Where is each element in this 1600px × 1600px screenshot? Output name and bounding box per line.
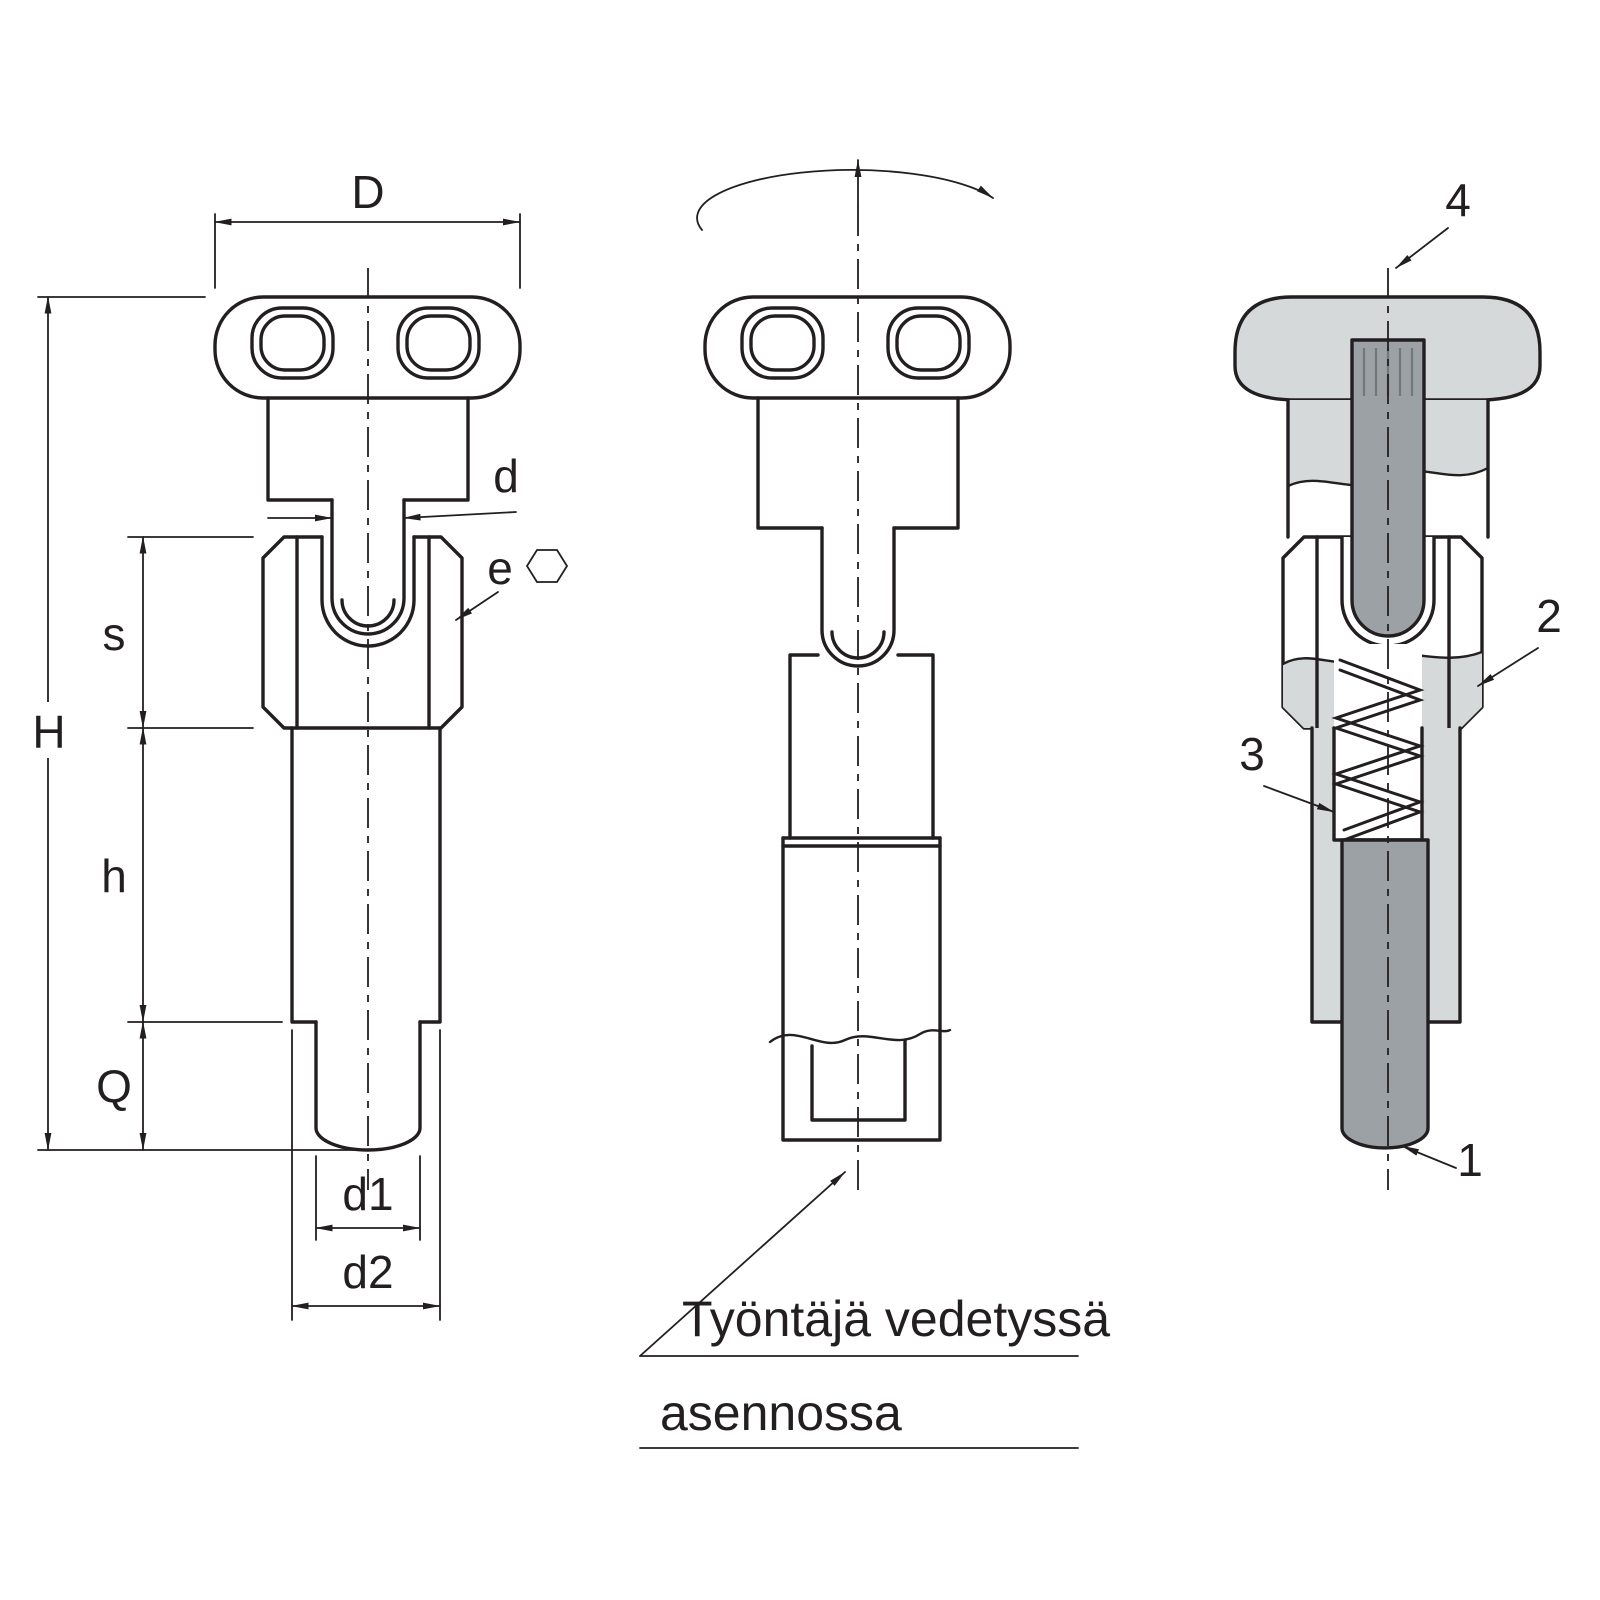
view-section xyxy=(1233,268,1542,1190)
dimension-d2: d2 xyxy=(291,1029,441,1321)
label-part-4: 4 xyxy=(1445,174,1471,226)
part-callout-2: 2 xyxy=(1477,590,1562,687)
label-d: d xyxy=(493,450,519,502)
view-pulled xyxy=(696,159,1012,1190)
label-part-3: 3 xyxy=(1239,728,1265,780)
threaded-body xyxy=(290,726,442,1024)
sleeve-mid xyxy=(781,836,942,1142)
label-D: D xyxy=(351,166,384,218)
hex-body xyxy=(261,535,464,730)
dimension-s: s xyxy=(103,536,254,729)
sleeve-section-walls xyxy=(1310,726,1462,1024)
stem-mid-pulled xyxy=(820,526,896,668)
label-Q: Q xyxy=(96,1060,132,1112)
knob-hub xyxy=(266,396,470,502)
label-e: e xyxy=(487,542,513,594)
label-part-2: 2 xyxy=(1536,590,1562,642)
label-d2: d2 xyxy=(342,1246,393,1298)
dimension-D: D xyxy=(214,166,521,289)
label-H: H xyxy=(32,706,65,758)
dimension-H: H xyxy=(28,296,361,1151)
dimension-h: h xyxy=(101,727,283,1023)
hex-mid-shoulder xyxy=(781,836,942,848)
part-callout-1: 1 xyxy=(1401,1134,1483,1186)
label-h: h xyxy=(101,850,127,902)
knob-mid-hole-left-outer xyxy=(740,306,825,380)
dimension-Q: Q xyxy=(96,1021,147,1151)
knob-hole-left-inner xyxy=(259,314,326,372)
rotation-arrow-icon xyxy=(696,169,994,231)
hub-mid xyxy=(756,396,960,530)
annotation-leader: Työntäjä vedetyssä asennossa xyxy=(639,1171,1110,1449)
hex-mid xyxy=(788,653,935,840)
knob-mid-hole-right-inner xyxy=(895,314,962,372)
label-d1: d1 xyxy=(342,1168,393,1220)
plunger-pin xyxy=(314,1020,422,1152)
dimension-e: e xyxy=(455,542,569,621)
annotation-line1: Työntäjä vedetyssä xyxy=(682,1291,1110,1347)
knob-hole-left-outer xyxy=(250,306,335,380)
pin-section xyxy=(1340,838,1430,1150)
knurl-lines xyxy=(1362,348,1414,396)
dimension-d: d xyxy=(267,450,519,522)
pull-stem xyxy=(330,498,406,636)
knob-hole-right-inner xyxy=(405,314,472,372)
annotation-line2: asennossa xyxy=(660,1385,902,1441)
knob-hole-right-outer xyxy=(396,306,481,380)
part-callout-3: 3 xyxy=(1239,728,1335,813)
label-part-1: 1 xyxy=(1457,1134,1483,1186)
spring-zigzag-2 xyxy=(1331,668,1425,842)
knob-mid-hole-right-outer xyxy=(886,306,971,380)
hex-section-flats xyxy=(1315,535,1451,730)
break-line-mid xyxy=(768,1028,952,1045)
hexagon-symbol-icon xyxy=(525,549,569,583)
view-front xyxy=(213,268,522,1190)
label-s: s xyxy=(103,608,126,660)
hex-flats xyxy=(295,535,431,730)
dimension-d1: d1 xyxy=(315,1155,421,1241)
part-callout-4: 4 xyxy=(1395,174,1471,269)
knob-mid-hole-left-inner xyxy=(749,314,816,372)
spring-zigzag-1 xyxy=(1331,658,1425,832)
